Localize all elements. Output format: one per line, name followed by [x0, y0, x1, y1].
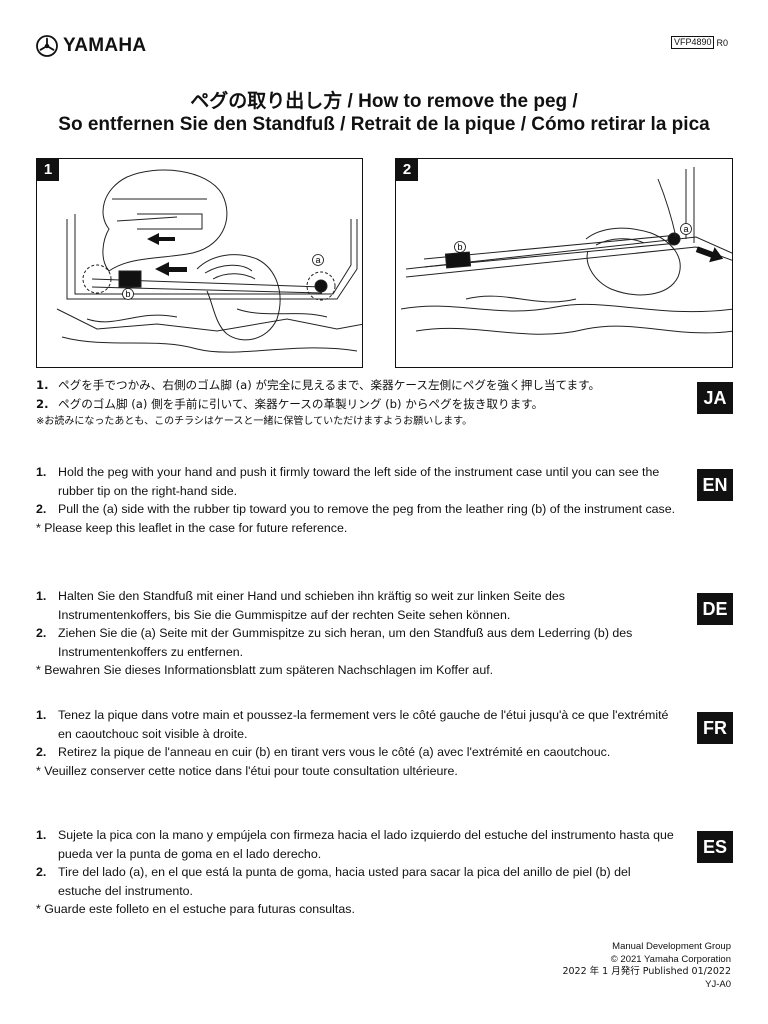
step-number: 2.	[36, 397, 49, 411]
section-note: * Guarde este folleto en el estuche para…	[36, 902, 355, 916]
lang-badge-en: EN	[697, 469, 733, 501]
page-title-line1: ペグの取り出し方 / How to remove the peg /	[190, 91, 578, 112]
brand-wordmark: YAMAHA	[63, 35, 147, 56]
step-number: 2.	[36, 745, 47, 759]
step-item: 2. Pull the (a) side with the rubber tip …	[36, 500, 676, 519]
step-text: Tire del lado (a), en el que está la pun…	[58, 865, 631, 898]
section-note: ※お読みになったあとも、このチラシはケースと一緒に保管していただけますようお願い…	[36, 416, 473, 427]
document-id: VFP4890 R0	[670, 36, 728, 49]
illustration-pull-peg: a b	[400, 167, 732, 335]
step-text: Hold the peg with your hand and push it …	[58, 465, 660, 498]
figure-number: 2	[396, 159, 418, 181]
step-item: 1. Sujete la pica con la mano y empújela …	[36, 826, 676, 863]
footer-group: Manual Development Group	[612, 941, 731, 952]
footer-copyright: © 2021 Yamaha Corporation	[610, 953, 731, 965]
step-item: 1. ペグを手でつかみ、右側のゴム脚 (a) が完全に見えるまで、楽器ケース左側に…	[36, 376, 686, 395]
step-item: 2. Ziehen Sie die (a) Seite mit der Gummi…	[36, 624, 676, 661]
step-text: Halten Sie den Standfuß mit einer Hand u…	[58, 589, 565, 622]
step-number: 1.	[36, 828, 47, 842]
footer: Manual Development Group © 2021 Yamaha C…	[562, 941, 731, 991]
section-fr: 1. Tenez la pique dans votre main et pous…	[36, 706, 676, 780]
callout-b: b	[457, 242, 462, 252]
step-number: 2.	[36, 502, 47, 516]
illustration-push-peg: a b	[56, 169, 362, 353]
tuning-fork-emblem-icon	[36, 35, 58, 57]
step-text: Sujete la pica con la mano y empújela co…	[58, 828, 674, 861]
section-ja: 1. ペグを手でつかみ、右側のゴム脚 (a) が完全に見えるまで、楽器ケース左側に…	[36, 376, 686, 430]
step-item: 2. ペグのゴム脚 (a) 側を手前に引いて、楽器ケースの革製リング (b) から…	[36, 395, 686, 414]
step-item: 1. Tenez la pique dans votre main et pous…	[36, 706, 676, 743]
step-text: Pull the (a) side with the rubber tip to…	[58, 502, 676, 516]
section-de: 1. Halten Sie den Standfuß mit einer Hand…	[36, 587, 676, 680]
lang-badge-de: DE	[697, 593, 733, 625]
step-number: 2.	[36, 626, 47, 640]
step-item: 2. Tire del lado (a), en el que está la p…	[36, 863, 676, 900]
step-item: 1. Hold the peg with your hand and push i…	[36, 463, 676, 500]
lang-badge-fr: FR	[697, 712, 733, 744]
footer-code: YJ-A0	[705, 978, 731, 990]
section-en: 1. Hold the peg with your hand and push i…	[36, 463, 676, 537]
page-title-line2: So entfernen Sie den Standfuß / Retrait …	[58, 114, 710, 135]
step-text: Tenez la pique dans votre main et pousse…	[58, 708, 669, 741]
section-note: * Bewahren Sie dieses Informationsblatt …	[36, 663, 494, 677]
figure-number: 1	[37, 159, 59, 181]
yamaha-logo: YAMAHA	[36, 34, 146, 58]
step-text: Ziehen Sie die (a) Seite mit der Gummisp…	[58, 626, 633, 659]
step-item: 2. Retirez la pique de l'anneau en cuir (…	[36, 743, 676, 762]
section-es: 1. Sujete la pica con la mano y empújela …	[36, 826, 676, 919]
section-note: * Please keep this leaflet in the case f…	[36, 520, 348, 535]
doc-revision: R0	[716, 37, 728, 48]
step-number: 1.	[36, 708, 47, 722]
step-number: 1.	[36, 378, 49, 392]
callout-a: a	[683, 224, 688, 234]
figure-panel-1: a b 1	[36, 158, 363, 368]
step-number: 1.	[36, 465, 47, 479]
footer-published: 2022 年 1 月発行 Published 01/2022	[562, 966, 731, 977]
step-number: 1.	[36, 589, 47, 603]
step-text: ペグを手でつかみ、右側のゴム脚 (a) が完全に見えるまで、楽器ケース左側にペグ…	[58, 378, 601, 392]
step-item: 1. Halten Sie den Standfuß mit einer Hand…	[36, 587, 676, 624]
figure-panel-2: a b 2	[395, 158, 733, 368]
step-number: 2.	[36, 865, 47, 879]
step-text: Retirez la pique de l'anneau en cuir (b)…	[58, 745, 611, 759]
lang-badge-ja: JA	[697, 382, 733, 414]
lang-badge-es: ES	[697, 831, 733, 863]
doc-code: VFP4890	[670, 36, 715, 49]
callout-a: a	[315, 255, 320, 265]
section-note: * Veuillez conserver cette notice dans l…	[36, 763, 458, 778]
step-text: ペグのゴム脚 (a) 側を手前に引いて、楽器ケースの革製リング (b) からペグ…	[58, 397, 544, 411]
callout-b: b	[125, 289, 130, 299]
